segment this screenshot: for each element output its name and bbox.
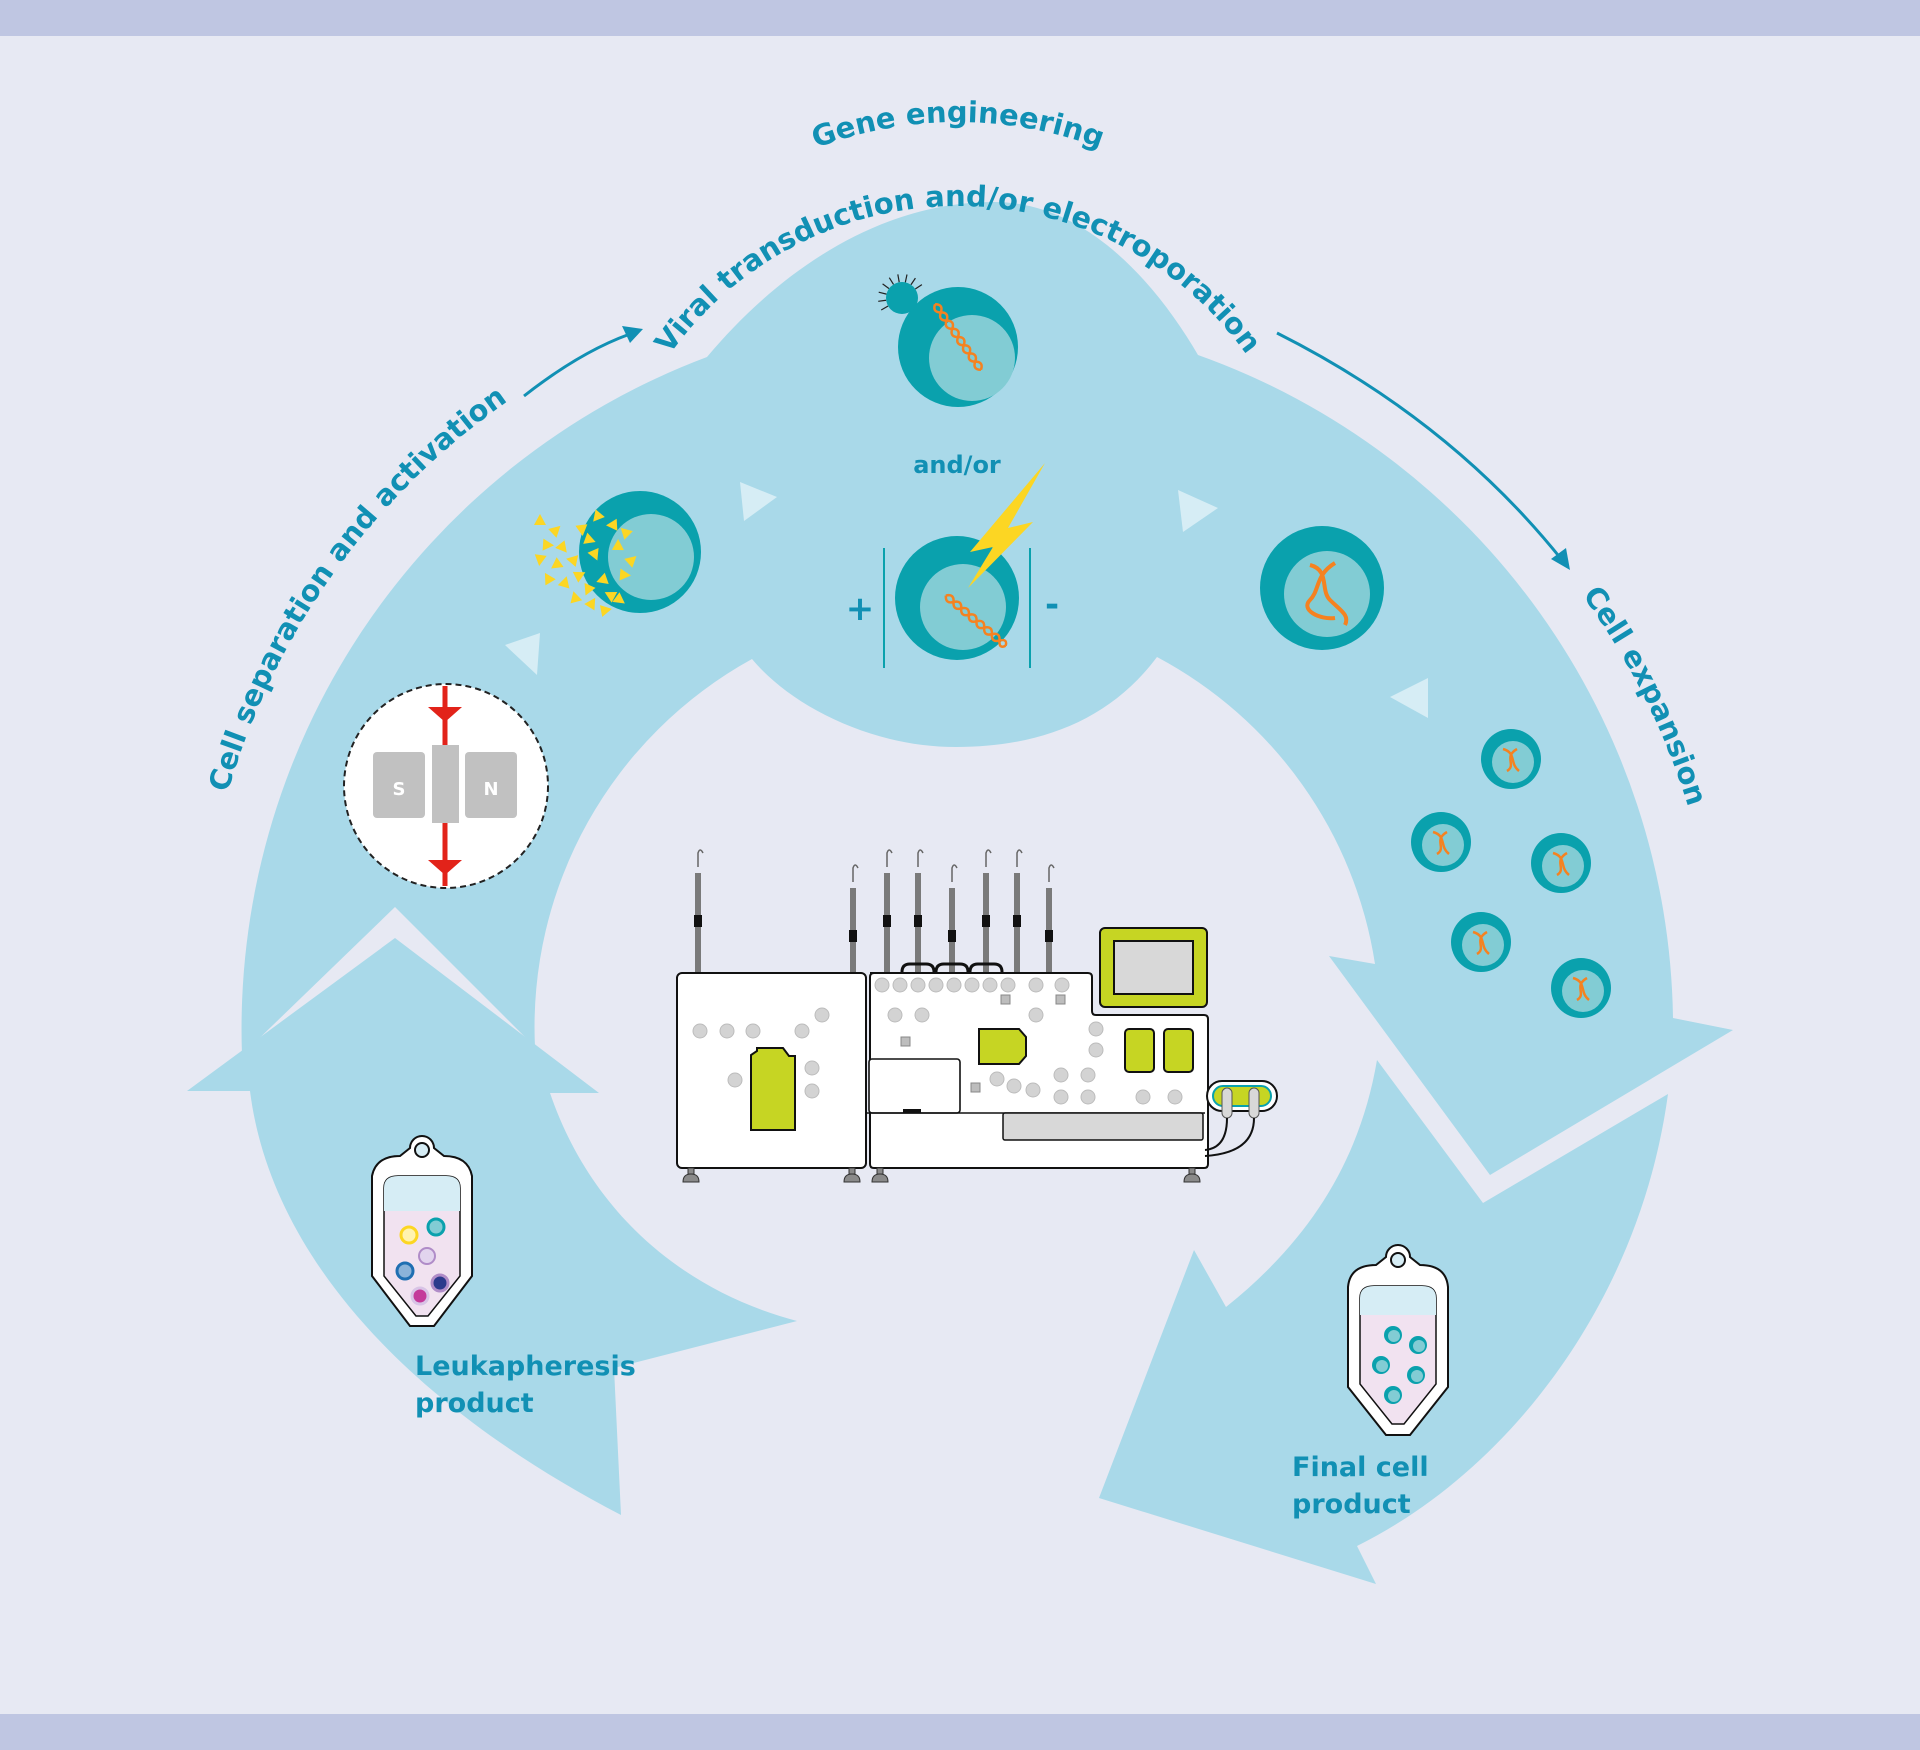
activator-bead-icon — [619, 568, 631, 581]
final-cell-product-label: Final cell product — [1292, 1449, 1429, 1523]
modified-t-cell-icon — [1260, 526, 1384, 650]
magnet-south-label: S — [393, 779, 406, 800]
activator-bead-icon — [593, 509, 605, 522]
direction-triangle — [740, 482, 777, 521]
magnet-north-label: N — [483, 779, 498, 800]
activator-bead-icon — [566, 555, 579, 567]
activator-bead-icon — [583, 532, 596, 544]
expanded-t-cell-icon — [1451, 912, 1511, 972]
leukapheresis-product-label: Leukapheresis product — [415, 1348, 636, 1422]
cell-processing-instrument — [676, 849, 1278, 1183]
activator-bead-icon — [557, 576, 570, 589]
activator-bead-icon — [596, 572, 609, 585]
activator-bead-icon — [570, 591, 583, 604]
ring-band-upper — [241, 202, 1733, 1175]
expanded-t-cell-icon — [1411, 812, 1471, 872]
activator-bead-icon — [587, 548, 599, 561]
arrow-leukapheresis — [187, 938, 797, 1515]
viral-transduction-cell-icon — [878, 274, 1018, 407]
activator-bead-icon — [542, 538, 554, 551]
activator-bead-icon — [599, 605, 612, 617]
expanded-t-cell-icon — [1481, 729, 1541, 789]
expansion-cells — [1411, 729, 1611, 1018]
activator-bead-icon — [544, 572, 556, 586]
direction-triangle — [1178, 490, 1218, 532]
dna-icon — [933, 302, 983, 372]
electroporation-cell-icon: + - — [846, 463, 1059, 668]
activator-bead-icon — [604, 592, 618, 603]
activator-bead-icon — [551, 557, 564, 569]
activator-bead-icon — [620, 527, 633, 540]
and-or-label: and/or — [913, 451, 1001, 479]
final-product-bag-icon — [1347, 1244, 1449, 1436]
activator-bead-icon — [534, 554, 547, 566]
final-product-label-line2: product — [1292, 1489, 1411, 1520]
activator-bead-icon — [612, 592, 625, 604]
activator-bead-icon — [575, 524, 588, 536]
bottom-banner — [0, 1714, 1920, 1750]
activator-bead-icon — [584, 597, 596, 611]
activator-bead-icon — [611, 539, 624, 551]
leukapheresis-bag-icon — [371, 1135, 473, 1327]
process-arrow-right — [1276, 331, 1570, 570]
activator-bead-icon — [555, 540, 567, 553]
process-arrow-left — [523, 326, 643, 398]
activator-bead-icon — [624, 555, 637, 568]
expanded-t-cell-icon — [1531, 833, 1591, 893]
magnetic-separation-icon: S N — [343, 683, 549, 889]
expanded-t-cell-icon — [1551, 958, 1611, 1018]
activated-t-cell-icon — [534, 491, 701, 617]
direction-triangle — [1390, 678, 1428, 718]
leukapheresis-label-line2: product — [415, 1388, 534, 1419]
activator-bead-icon — [548, 525, 561, 538]
top-banner — [0, 0, 1920, 36]
minus-electrode-label: - — [1045, 585, 1059, 625]
direction-triangle — [505, 633, 540, 675]
activator-bead-icon — [534, 514, 546, 525]
virus-icon — [886, 282, 918, 314]
activator-bead-icon — [572, 571, 586, 583]
leukapheresis-label-line1: Leukapheresis — [415, 1351, 636, 1382]
activator-bead-icon — [584, 582, 596, 596]
plus-electrode-label: + — [846, 589, 875, 629]
bag-hanger-poles — [694, 849, 1055, 973]
final-product-label-line1: Final cell — [1292, 1452, 1429, 1483]
lightning-icon — [968, 463, 1045, 588]
activator-bead-icon — [606, 518, 618, 531]
dna-icon — [944, 593, 1008, 648]
stage-label-gene-engineering: Gene engineering — [807, 95, 1109, 155]
